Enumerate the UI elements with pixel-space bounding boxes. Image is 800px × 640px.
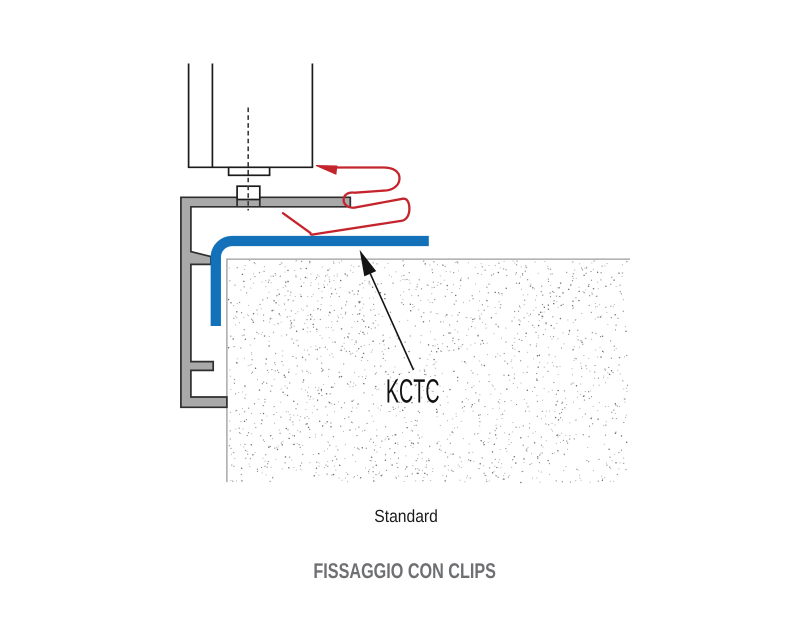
- svg-text:KCTC: KCTC: [386, 372, 440, 410]
- svg-text:Standard: Standard: [374, 506, 438, 526]
- svg-text:FISSAGGIO CON CLIPS: FISSAGGIO CON CLIPS: [313, 559, 496, 583]
